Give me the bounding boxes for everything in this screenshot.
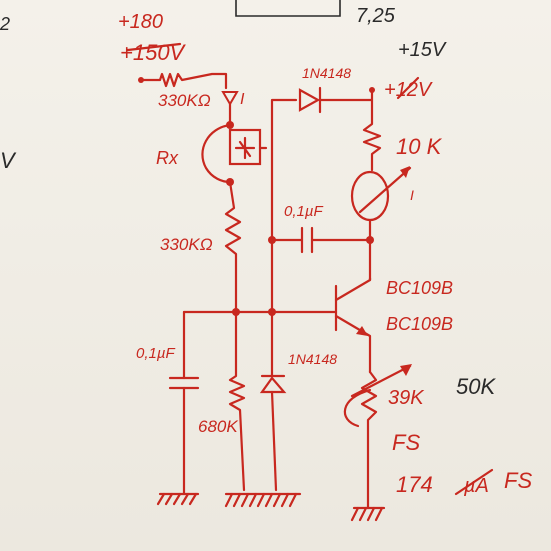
label-r-mid: 330KΩ [160, 235, 213, 254]
label-diode-base: 1N4148 [288, 351, 337, 367]
pot-arrow [350, 364, 412, 398]
label-diode-top: 1N4148 [302, 65, 351, 81]
supply-right-new: +15V [398, 39, 447, 61]
label-meter-mark: I [410, 187, 414, 203]
margin-mark-left-top: 2 [0, 14, 10, 34]
wire-diode-to-supply [318, 90, 374, 102]
top-box [235, 0, 341, 17]
label-cap-coupling: 0,1µF [284, 203, 323, 220]
label-rx: Rx [156, 148, 179, 168]
label-fs-value: 174 [396, 472, 433, 497]
margin-mark-left-mid: V [0, 148, 17, 173]
diode-top [298, 88, 321, 112]
supply-right-strike [396, 76, 420, 100]
meter-needle-tip [400, 166, 410, 178]
transistor-emitter-arrow [356, 326, 368, 336]
node-cap-right [366, 236, 374, 244]
transistor-collector-lead [334, 276, 372, 302]
label-r-emitter: 39K [388, 387, 425, 409]
supply-left-new: +180 [118, 11, 163, 33]
meter [350, 170, 390, 222]
label-fs-crossed: µA [463, 475, 489, 497]
current-arrow [221, 91, 239, 106]
label-r-top: 330KΩ [158, 91, 211, 110]
label-r-collector: 10 K [396, 134, 443, 159]
transistor-emitter-lead [334, 314, 372, 374]
resistor-mid [224, 180, 242, 314]
label-current-marker: I [240, 91, 245, 108]
node-cap-left [268, 236, 276, 244]
wire-top-resistor [139, 72, 228, 90]
rx-loop [201, 123, 232, 184]
ground-icon [156, 492, 200, 506]
label-fs-suffix: FS [504, 468, 532, 493]
diode-base [259, 376, 287, 394]
label-fs: FS [392, 430, 420, 455]
ground-icon [350, 506, 386, 522]
fs-strike [454, 468, 494, 496]
meter-needle [358, 166, 412, 214]
neon-cross [234, 136, 256, 160]
resistor-collector [362, 98, 382, 172]
supply-left-strike [126, 42, 182, 52]
top-right-note: 7,25 [356, 5, 396, 27]
ground-icon [224, 492, 302, 508]
label-transistor-a: BC109B [386, 278, 453, 298]
pot-arrow-tip [400, 364, 412, 376]
label-transistor-b: BC109B [386, 314, 453, 334]
label-cap-base: 0,1µF [136, 345, 175, 362]
supply-right-terminal [369, 87, 375, 93]
resistor-emitter [360, 370, 378, 510]
supply-right-old: +12V [384, 79, 433, 101]
label-r-emitter-alt: 50K [456, 374, 496, 399]
pot-wiper-loop [343, 388, 372, 428]
label-r-base: 680K [198, 417, 238, 436]
wire-diode-base-ground [270, 390, 278, 492]
resistor-base [228, 310, 246, 492]
